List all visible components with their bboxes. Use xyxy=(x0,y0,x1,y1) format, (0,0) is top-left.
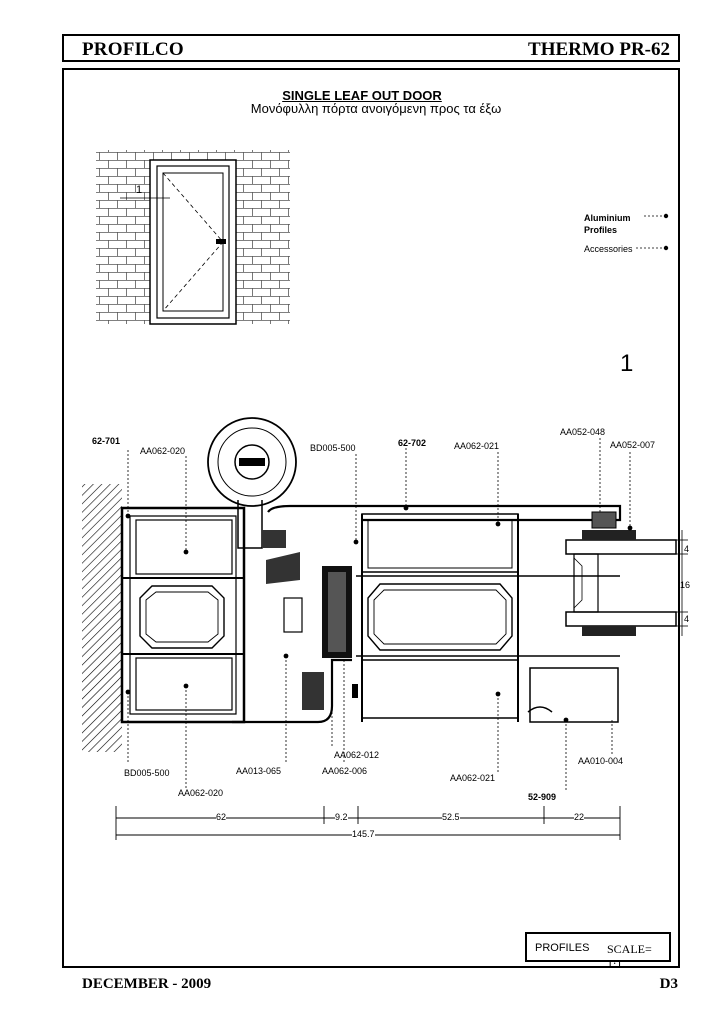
hinge xyxy=(207,417,297,507)
label-aa062-020-bottom: AA062-020 xyxy=(178,788,224,798)
label-aa052-048: AA052-048 xyxy=(560,427,606,437)
label-bd005-500-top: BD005-500 xyxy=(310,443,356,453)
leader-dots xyxy=(125,505,633,723)
glass-dim-4-bottom: 4 xyxy=(684,614,690,624)
label-aa010-004: AA010-004 xyxy=(578,756,624,766)
door-elevation xyxy=(96,150,290,325)
model-name: THERMO PR-62 xyxy=(528,39,670,60)
wall-hatch xyxy=(82,484,122,752)
dim-52-5: 52.5 xyxy=(442,812,460,822)
label-62-702: 62-702 xyxy=(398,438,427,448)
section-number: 1 xyxy=(620,350,634,377)
glass-pane-top xyxy=(565,539,677,555)
label-62-701: 62-701 xyxy=(92,436,121,446)
scale-value: SCALE= 1:1 xyxy=(607,942,652,971)
glass-dim-16: 16 xyxy=(680,580,691,590)
glass-pane-bottom xyxy=(565,611,677,627)
drawing-title: SINGLE LEAF OUT DOOR xyxy=(282,88,442,103)
drawing-frame xyxy=(62,68,680,968)
label-aa062-021-top: AA062-021 xyxy=(454,441,500,451)
legend-profiles-label: Profiles xyxy=(584,225,618,235)
leader-lines xyxy=(127,438,631,792)
glass-dimension-lines xyxy=(676,530,688,636)
label-52-909: 52-909 xyxy=(528,792,557,802)
dim-62: 62 xyxy=(216,812,227,822)
scale-profiles: PROFILES xyxy=(535,942,590,954)
legend-marks xyxy=(636,213,669,251)
label-aa062-006: AA062-006 xyxy=(322,766,368,776)
header-bar: PROFILCO THERMO PR-62 xyxy=(62,34,680,62)
legend-aluminium-label: Aluminium xyxy=(584,213,631,223)
footer-date: DECEMBER - 2009 xyxy=(82,976,212,992)
label-aa013-065: AA013-065 xyxy=(236,766,282,776)
legend-accessories: Accessories xyxy=(584,244,633,254)
gasket-top xyxy=(591,511,617,529)
section-marker: 1 xyxy=(136,184,143,196)
label-aa062-021-bottom: AA062-021 xyxy=(450,773,496,783)
brand-name: PROFILCO xyxy=(82,39,184,60)
dim-22: 22 xyxy=(574,812,585,822)
door-handle xyxy=(216,239,226,244)
label-bd005-500-bottom: BD005-500 xyxy=(124,768,170,778)
scale-box: PROFILES SCALE= 1:1 xyxy=(525,932,671,971)
glass-dim-4-top: 4 xyxy=(684,544,690,554)
legend-aluminium: Aluminium Profiles xyxy=(584,212,631,236)
dim-total: 145.7 xyxy=(352,829,375,839)
label-aa052-007: AA052-007 xyxy=(610,440,656,450)
label-aa062-020-top: AA062-020 xyxy=(140,446,186,456)
drawing-subtitle: Μονόφυλλη πόρτα ανοιγόμενη προς τα έξω xyxy=(250,101,502,116)
footer-page-id: D3 xyxy=(659,976,678,992)
dim-9-2: 9.2 xyxy=(335,812,348,822)
label-aa062-012: AA062-012 xyxy=(334,750,380,760)
profile-section xyxy=(82,417,677,752)
